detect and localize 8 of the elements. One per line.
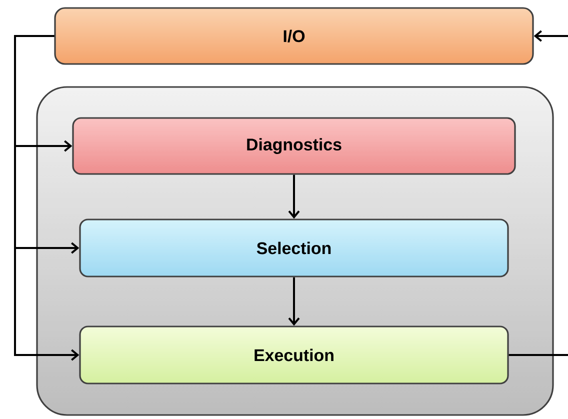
arrow — [288, 174, 300, 219]
arrow — [14, 35, 80, 361]
process-box: Execution — [79, 326, 509, 384]
process-box: Selection — [79, 218, 509, 278]
process-box: I/O — [54, 7, 534, 65]
process-box: Diagnostics — [72, 117, 516, 175]
arrow — [534, 30, 568, 42]
arrow — [288, 277, 300, 326]
